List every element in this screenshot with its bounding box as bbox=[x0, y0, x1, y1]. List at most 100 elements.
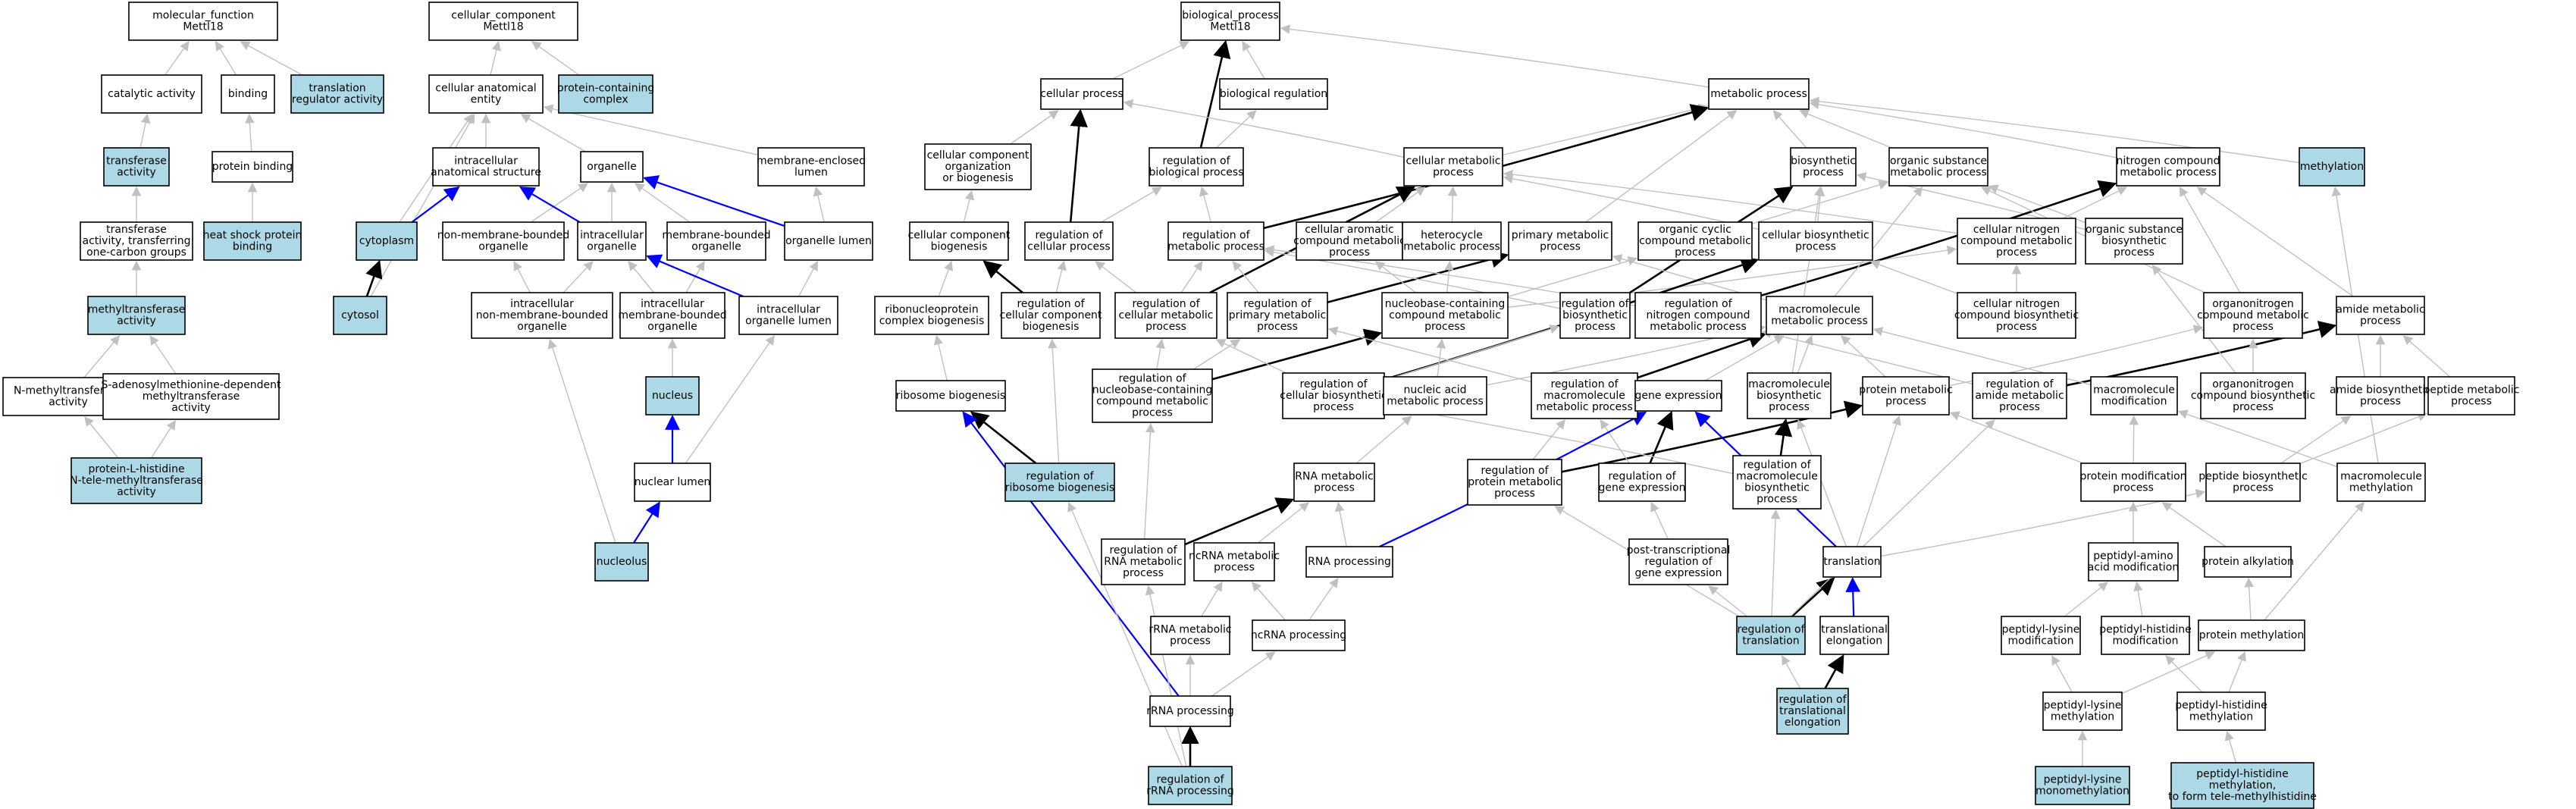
node-label-line: protein binding bbox=[212, 161, 293, 173]
node-label-line: biogenesis bbox=[1023, 321, 1080, 333]
node-label-line: biogenesis bbox=[931, 241, 988, 253]
node-label-line: regulation of bbox=[1778, 694, 1847, 706]
node-box bbox=[290, 74, 384, 114]
node-box bbox=[580, 151, 644, 183]
edge-gene_expr-to-macromol_met bbox=[1704, 335, 1785, 381]
node-catalytic: catalytic activity bbox=[101, 74, 202, 114]
node-box bbox=[2299, 147, 2365, 187]
node-label-line: nitrogen compound bbox=[1646, 309, 1750, 321]
edge-nuclear_lumen-to-ic_org_lumen bbox=[685, 334, 775, 464]
node-box bbox=[221, 74, 275, 114]
node-label-line: cellular component bbox=[908, 230, 1011, 242]
node-label-line: cellular biosynthetic bbox=[1280, 390, 1387, 402]
edge-reg_met_proc-to-reg_bio_proc bbox=[1199, 186, 1212, 223]
node-label-line: process bbox=[1795, 241, 1836, 253]
node-box bbox=[1114, 292, 1217, 339]
node-label-line: methylation bbox=[2300, 161, 2364, 173]
node-box bbox=[1862, 376, 1950, 415]
node-metabolic_process: metabolic process bbox=[1708, 78, 1810, 110]
node-box bbox=[87, 296, 186, 335]
node-label-line: regulation of bbox=[1561, 298, 1629, 310]
node-box bbox=[874, 296, 989, 335]
node-label-line: regulation of bbox=[1737, 624, 1805, 636]
node-box bbox=[428, 74, 544, 114]
node-label-line: peptidyl-lysine bbox=[2044, 774, 2122, 786]
node-label-line: complex biogenesis bbox=[879, 315, 985, 328]
node-label-line: regulation of bbox=[1743, 459, 1811, 472]
node-label-line: process bbox=[1170, 635, 1211, 648]
node-label-line: process bbox=[1996, 246, 2037, 259]
node-label-line: cellular component bbox=[1000, 309, 1102, 321]
node-box bbox=[1024, 221, 1114, 261]
node-prot_alkyl: protein alkylation bbox=[2202, 546, 2294, 578]
node-label-line: rRNA processing bbox=[1146, 785, 1233, 798]
node-label-line: organelle bbox=[647, 321, 697, 333]
edge-reg_nucbase_met-to-reg_prim_met bbox=[1193, 339, 1241, 370]
node-label-line: regulation of bbox=[1182, 230, 1250, 242]
node-label-line: molecular_function bbox=[152, 10, 254, 22]
node-box bbox=[784, 221, 873, 261]
node-label-line: cellular nitrogen bbox=[1973, 298, 2060, 310]
edge-reg_macromol_met-to-reg_prim_met bbox=[1327, 326, 1532, 383]
node-box bbox=[634, 463, 711, 502]
edge-macromol_methyl-to-macromol_mod bbox=[2177, 409, 2338, 468]
node-label-line: cellular process bbox=[1040, 88, 1123, 100]
node-box bbox=[2001, 616, 2081, 655]
edge-membrane_lumen-to-cell_anat bbox=[543, 104, 759, 155]
edge-peptidyl_his_methyl-to-peptidyl_his_mod bbox=[2165, 655, 2203, 693]
node-label-line: process bbox=[2233, 321, 2274, 333]
edge-binding-to-mf_root bbox=[215, 40, 237, 76]
node-label-line: compound metabolic bbox=[1960, 235, 2073, 247]
edge-ic_mem_org-to-intracell_org bbox=[628, 261, 655, 293]
node-label-line: modification bbox=[2113, 635, 2179, 648]
node-label-line: nuclear lumen bbox=[635, 476, 711, 488]
node-box bbox=[1101, 538, 1186, 585]
node-box bbox=[1040, 78, 1123, 110]
node-label-line: metabolic process bbox=[1771, 315, 1868, 328]
node-label-line: intracellular bbox=[757, 304, 820, 316]
node-label-line: process bbox=[1575, 321, 1615, 333]
node-label-line: non-membrane-bounded bbox=[437, 230, 570, 242]
node-box bbox=[432, 147, 540, 187]
edge-cell_anat-to-cc_root bbox=[490, 40, 502, 76]
node-label-line: translational bbox=[1779, 705, 1846, 717]
node-binding: binding bbox=[221, 74, 275, 114]
node-label-line: regulation of bbox=[1608, 471, 1676, 483]
node-box bbox=[471, 292, 613, 339]
node-label-line: intracellular bbox=[641, 298, 704, 310]
node-label-line: metabolic process bbox=[1710, 88, 1807, 100]
node-label-line: translation bbox=[1742, 635, 1799, 648]
node-box bbox=[1790, 147, 1857, 187]
node-label-line: methylation, bbox=[2209, 779, 2277, 792]
node-protein_binding: protein binding bbox=[212, 151, 293, 183]
node-label-line: elongation bbox=[1826, 635, 1882, 648]
node-label-line: post-transcriptional bbox=[1627, 544, 1731, 557]
node-box bbox=[1148, 766, 1233, 805]
node-box bbox=[101, 74, 202, 114]
node-box bbox=[1508, 221, 1612, 261]
node-label-line: one-carbon groups bbox=[86, 246, 186, 259]
node-label-line: macromolecule bbox=[1736, 471, 1818, 483]
node-box bbox=[1736, 616, 1806, 655]
edge-nucbase_met-to-heterocycle_met bbox=[1444, 260, 1454, 293]
node-label-line: metabolic process bbox=[1650, 321, 1747, 333]
node-label-line: activity bbox=[117, 167, 156, 179]
node-label-line: compound metabolic bbox=[1096, 396, 1208, 408]
